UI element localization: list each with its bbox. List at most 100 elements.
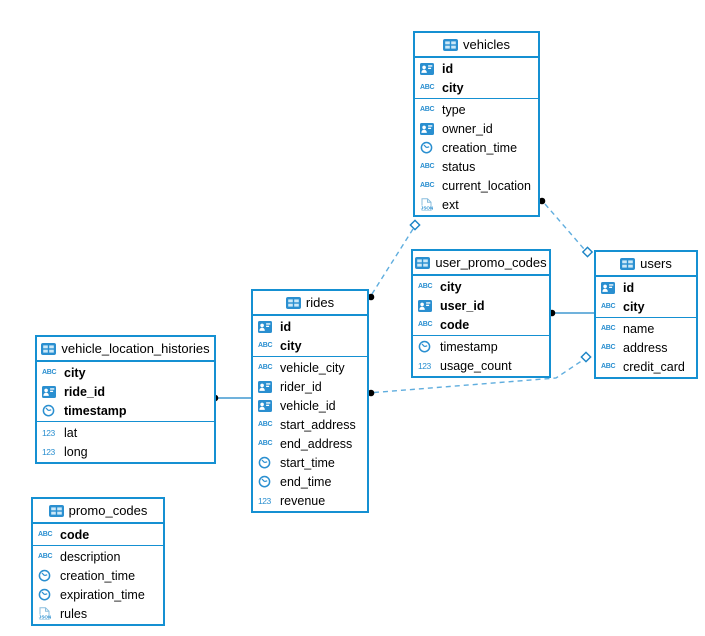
column-name: revenue (280, 493, 326, 508)
relation-diamond (409, 219, 421, 231)
column-row[interactable]: 123 revenue (253, 491, 367, 510)
uuid-type-icon (258, 380, 276, 393)
uuid-type-icon (601, 281, 619, 294)
relation-upc-users[interactable] (548, 309, 594, 317)
table-header[interactable]: user_promo_codes (413, 251, 549, 276)
column-name: creation_time (442, 140, 518, 155)
string-type-icon: ABC (420, 106, 435, 113)
column-row[interactable]: JSON ext (415, 195, 538, 214)
table-title: vehicle_location_histories (61, 341, 210, 356)
uuid-type-icon (258, 399, 276, 412)
number-type-icon: 123 (258, 495, 271, 506)
string-type-icon: ABC (418, 321, 433, 328)
uuid-type-icon (420, 62, 438, 75)
string-type-icon: ABC (418, 283, 433, 290)
number-type-icon: 123 (42, 427, 55, 438)
column-name: timestamp (64, 403, 127, 418)
column-row[interactable]: rider_id (253, 377, 367, 396)
column-name: end_address (280, 436, 353, 451)
column-row[interactable]: end_time (253, 472, 367, 491)
timestamp-type-icon (38, 569, 56, 582)
column-row[interactable]: ride_id (37, 382, 214, 401)
table-icon (41, 342, 57, 355)
column-row[interactable]: vehicle_id (253, 396, 367, 415)
table-title: promo_codes (68, 503, 148, 518)
timestamp-type-icon (420, 141, 438, 154)
column-row[interactable]: creation_time (33, 566, 163, 585)
column-row[interactable]: id (253, 317, 367, 336)
column-name: id (280, 319, 292, 334)
relation-vlh-rides[interactable] (211, 394, 251, 402)
column-row[interactable]: timestamp (413, 337, 549, 356)
column-name: vehicle_id (280, 398, 336, 413)
table-header[interactable]: users (596, 252, 696, 277)
column-name: lat (64, 425, 78, 440)
column-row[interactable]: timestamp (37, 401, 214, 420)
table-icon (415, 256, 431, 269)
column-row[interactable]: ABC current_location (415, 176, 538, 195)
json-type-icon: JSON (420, 198, 438, 211)
string-type-icon: ABC (42, 369, 57, 376)
column-row[interactable]: creation_time (415, 138, 538, 157)
column-row[interactable]: id (415, 59, 538, 78)
column-row[interactable]: JSON rules (33, 604, 163, 623)
table-header[interactable]: rides (253, 291, 367, 316)
column-row[interactable]: user_id (413, 296, 549, 315)
table-header[interactable]: vehicle_location_histories (37, 337, 214, 362)
column-name: start_address (280, 417, 356, 432)
string-type-icon: ABC (420, 163, 435, 170)
column-name: rules (60, 606, 88, 621)
column-name: city (442, 80, 464, 95)
table-icon (443, 38, 459, 51)
table-header[interactable]: vehicles (415, 33, 538, 58)
table-header[interactable]: promo_codes (33, 499, 163, 524)
table-title: users (640, 256, 672, 271)
column-row[interactable]: id (596, 278, 696, 297)
column-row[interactable]: start_time (253, 453, 367, 472)
column-name: id (442, 61, 454, 76)
relation-vehicles-users[interactable] (538, 197, 594, 258)
timestamp-type-icon (258, 456, 276, 469)
svg-text:JSON: JSON (39, 614, 51, 619)
column-name: id (623, 280, 635, 295)
column-name: description (60, 549, 121, 564)
column-name: current_location (442, 178, 531, 193)
uuid-type-icon (258, 320, 276, 333)
column-name: ext (442, 197, 459, 212)
column-name: city (280, 338, 302, 353)
column-row[interactable]: 123 lat (37, 423, 214, 442)
column-name: long (64, 444, 88, 459)
column-name: ride_id (64, 384, 105, 399)
string-type-icon: ABC (601, 344, 616, 351)
column-row[interactable]: expiration_time (33, 585, 163, 604)
column-row[interactable]: owner_id (415, 119, 538, 138)
string-type-icon: ABC (601, 363, 616, 370)
column-name: creation_time (60, 568, 136, 583)
string-type-icon: ABC (258, 364, 273, 371)
string-type-icon: ABC (420, 182, 435, 189)
